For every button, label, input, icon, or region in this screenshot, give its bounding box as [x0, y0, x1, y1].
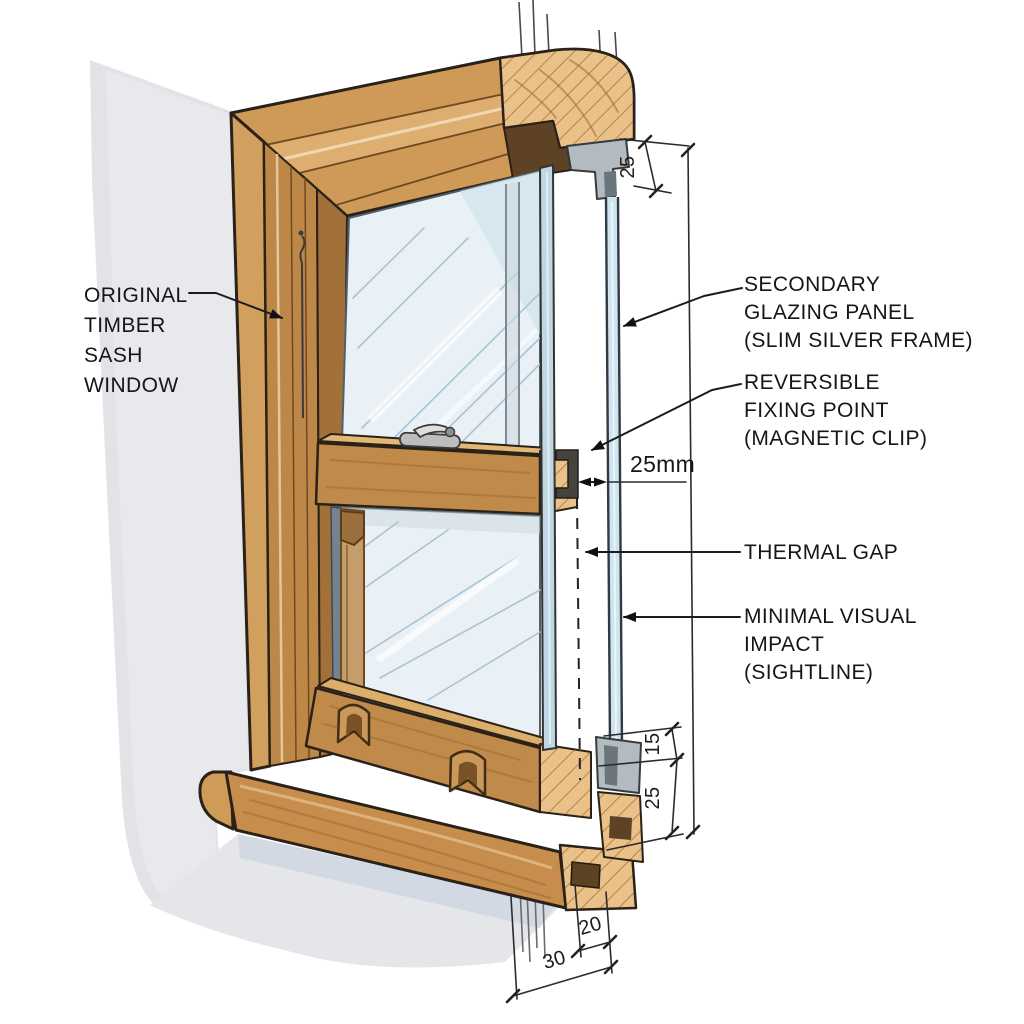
- fastener-base: [399, 431, 461, 450]
- label-line: MINIMAL VISUAL: [744, 605, 917, 628]
- dim-text-sill-total: 30: [540, 947, 568, 974]
- dim-tick: [680, 142, 696, 158]
- wall-line: [526, 889, 531, 963]
- sill-nose: [198, 770, 235, 831]
- fastener-knob: [444, 426, 456, 438]
- dim-text-sill-depth: 25: [642, 787, 664, 810]
- dimension-sill-projection: 20 30: [505, 884, 619, 1004]
- dim-text-panel-frame: 15: [642, 733, 664, 756]
- timber-jamb-left: [229, 111, 348, 772]
- label-line: (MAGNETIC CLIP): [744, 427, 927, 450]
- label-line: (SIGHTLINE): [744, 661, 873, 684]
- wall-line: [532, 0, 536, 57]
- dim-text-sill-step: 20: [576, 913, 604, 940]
- gap-arrowhead-left: [578, 477, 591, 487]
- dimension-panel-frame: 15: [598, 721, 685, 768]
- grain-line: [514, 79, 557, 119]
- sill-highlight: [239, 784, 553, 870]
- label-line: THERMAL GAP: [744, 541, 898, 564]
- wall-line: [542, 895, 546, 959]
- bottom-rail: [304, 677, 592, 819]
- sash-fastener: [399, 423, 461, 450]
- magnetic-clip: [555, 449, 579, 499]
- dimension-sill-depth: 25: [606, 759, 684, 851]
- labels: ORIGINAL TIMBER SASH WINDOW SECONDARY GL…: [84, 273, 973, 684]
- grain-line: [539, 69, 597, 137]
- grain-line: [325, 486, 536, 499]
- label-line: REVERSIBLE: [744, 371, 880, 394]
- panel-edge-line: [616, 196, 624, 748]
- moulding-line: [304, 177, 310, 759]
- label-minimal-visual-impact: MINIMAL VISUAL IMPACT (SIGHTLINE): [744, 605, 917, 684]
- panel-highlight: [611, 201, 617, 743]
- label-thermal-gap: THERMAL GAP: [744, 541, 898, 564]
- sash-horn: [336, 703, 371, 747]
- reference-line: [687, 147, 695, 835]
- upper-sash: [298, 169, 541, 454]
- grain-line: [329, 459, 531, 474]
- rail-front-face: [314, 441, 542, 516]
- moulding-line: [241, 93, 505, 151]
- moulding-highlight: [275, 153, 284, 763]
- panel-edge-line: [604, 196, 612, 748]
- sash-horn: [448, 750, 487, 797]
- lower-sash: [330, 505, 541, 743]
- label-line: FIXING POINT: [744, 399, 889, 422]
- stile-bracket: [340, 509, 365, 547]
- label-original-timber-sash-window: ORIGINAL TIMBER SASH WINDOW: [84, 284, 188, 397]
- wall-shading: [90, 60, 560, 968]
- label-secondary-glazing-panel: SECONDARY GLAZING PANEL (SLIM SILVER FRA…: [744, 273, 973, 352]
- moulding-line: [261, 122, 507, 183]
- sash-cord: [299, 235, 306, 419]
- inner-section-notch: [609, 816, 632, 840]
- dimension-gap: 25mm: [578, 451, 695, 487]
- moulding-line: [290, 165, 297, 761]
- glass-shadow: [336, 507, 540, 534]
- sightline-dashed-line: [576, 497, 581, 781]
- dim-text-gap: 25mm: [630, 451, 695, 477]
- label-line: GLAZING PANEL: [744, 301, 915, 324]
- wall-wash-left-inner: [106, 70, 248, 903]
- grain-line: [243, 811, 551, 899]
- leader-lines: [188, 287, 743, 622]
- wall-wash-below-sill: [150, 834, 560, 968]
- leader-original: [188, 292, 283, 319]
- label-line: ORIGINAL: [84, 284, 188, 307]
- wall-line: [546, 13, 550, 56]
- gap-arrowhead-right: [594, 477, 607, 487]
- label-line: TIMBER: [84, 314, 166, 337]
- moulding-highlight: [251, 106, 506, 168]
- glass-edge-highlight: [546, 171, 551, 745]
- bottom-rail-cut-face: [539, 743, 592, 819]
- leader-fixing: [591, 383, 742, 451]
- label-line: IMPACT: [744, 633, 824, 656]
- sash-track: [330, 506, 342, 689]
- dim-tick: [685, 824, 701, 840]
- glass-reflections: [349, 521, 541, 701]
- grain-line: [569, 59, 619, 113]
- timber-head-frame: [229, 47, 636, 220]
- label-reversible-fixing-point: REVERSIBLE FIXING POINT (MAGNETIC CLIP): [744, 371, 927, 450]
- label-line: WINDOW: [84, 374, 179, 397]
- label-line: SECONDARY: [744, 273, 880, 296]
- grain-line: [249, 799, 546, 886]
- dim-text-head-depth: 25: [617, 156, 639, 179]
- dimensions: 25 15 25 20: [505, 134, 701, 1004]
- panel-top-slot: [604, 171, 617, 197]
- drip-groove: [570, 861, 601, 889]
- wall-line: [518, 1, 523, 59]
- label-line: SASH: [84, 344, 143, 367]
- leader-secondary: [623, 287, 743, 327]
- label-line: (SLIM SILVER FRAME): [744, 329, 973, 352]
- sash-cord-pulley: [298, 230, 304, 236]
- dimension-head-depth: 25: [617, 134, 690, 199]
- sill-shadow: [238, 834, 556, 928]
- parting-bead: [506, 182, 519, 451]
